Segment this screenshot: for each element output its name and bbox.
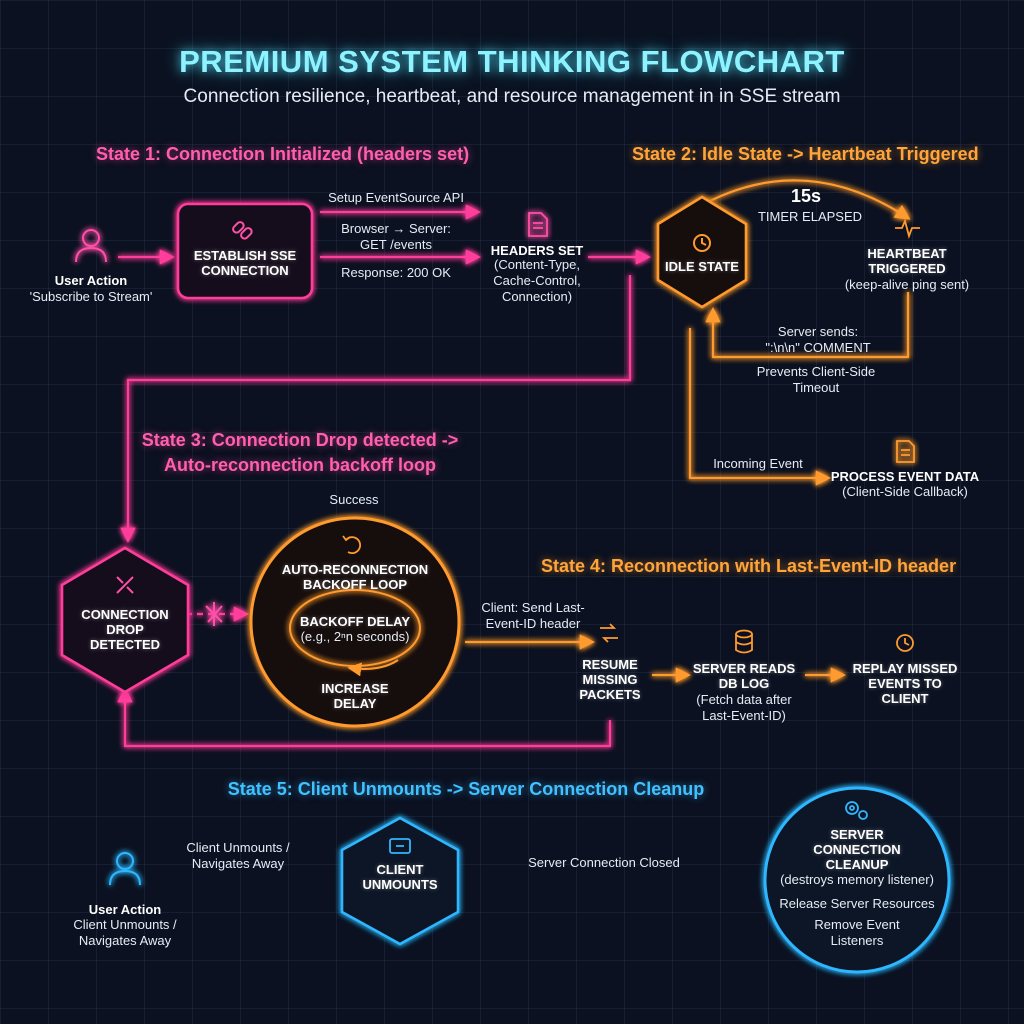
history-icon (896, 634, 914, 652)
process-event-label: PROCESS EVENT DATA (830, 469, 980, 484)
server-sends-label: Server sends: ":\n\n" COMMENT (765, 324, 871, 355)
backoff-loop-ring (249, 516, 461, 728)
unmount-icon (389, 838, 411, 854)
state5-heading: State 5: Client Unmounts -> Server Conne… (227, 779, 705, 799)
page-title: PREMIUM SYSTEM THINKING FLOWCHART (179, 44, 845, 79)
heartbeat-sub: (keep-alive ping sent) (844, 277, 970, 292)
client-unmounts-node (340, 816, 460, 946)
setup-eventsource-label: Setup EventSource API (328, 190, 464, 205)
server-cleanup-node (763, 786, 951, 974)
refresh-icon (342, 535, 361, 555)
backoff-delay-label: BACKOFF DELAY (299, 614, 411, 629)
arrow-idle-to-drop (120, 275, 632, 544)
state4-heading: State 4: Reconnection with Last-Event-ID… (541, 556, 957, 576)
connection-closed-label: Server Connection Closed (528, 855, 680, 870)
replay-events-label: REPLAY MISSED EVENTS TO CLIENT (852, 661, 958, 706)
heartbeat-label: HEARTBEAT TRIGGERED (867, 246, 947, 276)
resume-packets-label: RESUME MISSING PACKETS (579, 657, 641, 702)
arrow-heartbeat-to-idle (705, 292, 910, 359)
connection-drop-node (60, 546, 190, 694)
link-icon (232, 221, 253, 240)
remove-listeners-label: Remove Event Listeners (814, 917, 900, 948)
prevents-timeout-label: Prevents Client-Side Timeout (756, 364, 876, 395)
user-action-blue-sub: Client Unmounts / Navigates Away (73, 917, 177, 948)
success-label: Success (329, 492, 379, 507)
client-unmounts-label: CLIENT UNMOUNTS (362, 862, 438, 892)
process-event-sub: (Client-Side Callback) (842, 484, 968, 499)
server-cleanup-label: SERVER CONNECTION CLEANUP (813, 827, 901, 872)
connection-drop-label: CONNECTION DROP DETECTED (81, 607, 169, 652)
arrow-idle-to-heartbeat (701, 179, 911, 220)
page-subtitle: Connection resilience, heartbeat, and re… (183, 86, 841, 107)
timer-value: 15s (790, 186, 822, 206)
establish-sse-node (176, 202, 314, 300)
timer-elapsed-label: TIMER ELAPSED (757, 209, 863, 224)
state2-heading: State 2: Idle State -> Heartbeat Trigger… (632, 144, 979, 164)
get-events-label: Browser → Server: GET /events (341, 221, 451, 252)
user-icon-blue (109, 852, 141, 886)
user-action-sub: 'Subscribe to Stream' (29, 289, 153, 304)
broken-link-icon (116, 576, 134, 594)
backoff-delay-sub: (e.g., 2ⁿn seconds) (300, 629, 410, 644)
pulse-icon (895, 218, 920, 239)
database-icon (735, 629, 753, 654)
user-action-blue-label: User Action (88, 902, 162, 917)
incoming-event-label: Incoming Event (713, 456, 803, 471)
arrow-resume-to-drop (117, 686, 612, 748)
unmount-edge-label: Client Unmounts / Navigates Away (186, 840, 290, 871)
response-ok-label: Response: 200 OK (341, 265, 451, 280)
release-resources-label: Release Server Resources (779, 896, 935, 911)
arrow-idle-to-process (688, 328, 832, 486)
client-send-label: Client: Send Last- Event-ID header (481, 600, 585, 631)
user-icon-pink (75, 229, 107, 263)
server-cleanup-sub: (destroys memory listener) (780, 872, 934, 887)
establish-sse-label: ESTABLISH SSE CONNECTION (193, 248, 297, 278)
state3-heading: State 3: Connection Drop detected -> Aut… (141, 430, 459, 475)
headers-detail: (Content-Type, Cache-Control, Connection… (493, 257, 581, 304)
clock-icon-idle (693, 234, 711, 252)
loop-return-arrow (347, 659, 399, 677)
state1-heading: State 1: Connection Initialized (headers… (96, 144, 470, 164)
backoff-loop-label: AUTO-RECONNECTION BACKOFF LOOP (281, 562, 429, 592)
headers-set-label: HEADERS SET (490, 243, 584, 258)
disconnect-spark-icon (205, 602, 223, 626)
user-action-label: User Action (54, 273, 128, 288)
document-icon-orange (896, 440, 915, 463)
gear-icon (845, 801, 868, 820)
exchange-icon (600, 623, 618, 643)
document-icon-pink (528, 212, 548, 237)
idle-state-label: IDLE STATE (665, 259, 739, 274)
server-reads-label: SERVER READS DB LOG (692, 661, 796, 691)
increase-delay-label: INCREASE DELAY (321, 681, 389, 711)
server-reads-sub: (Fetch data after Last-Event-ID) (696, 692, 792, 723)
